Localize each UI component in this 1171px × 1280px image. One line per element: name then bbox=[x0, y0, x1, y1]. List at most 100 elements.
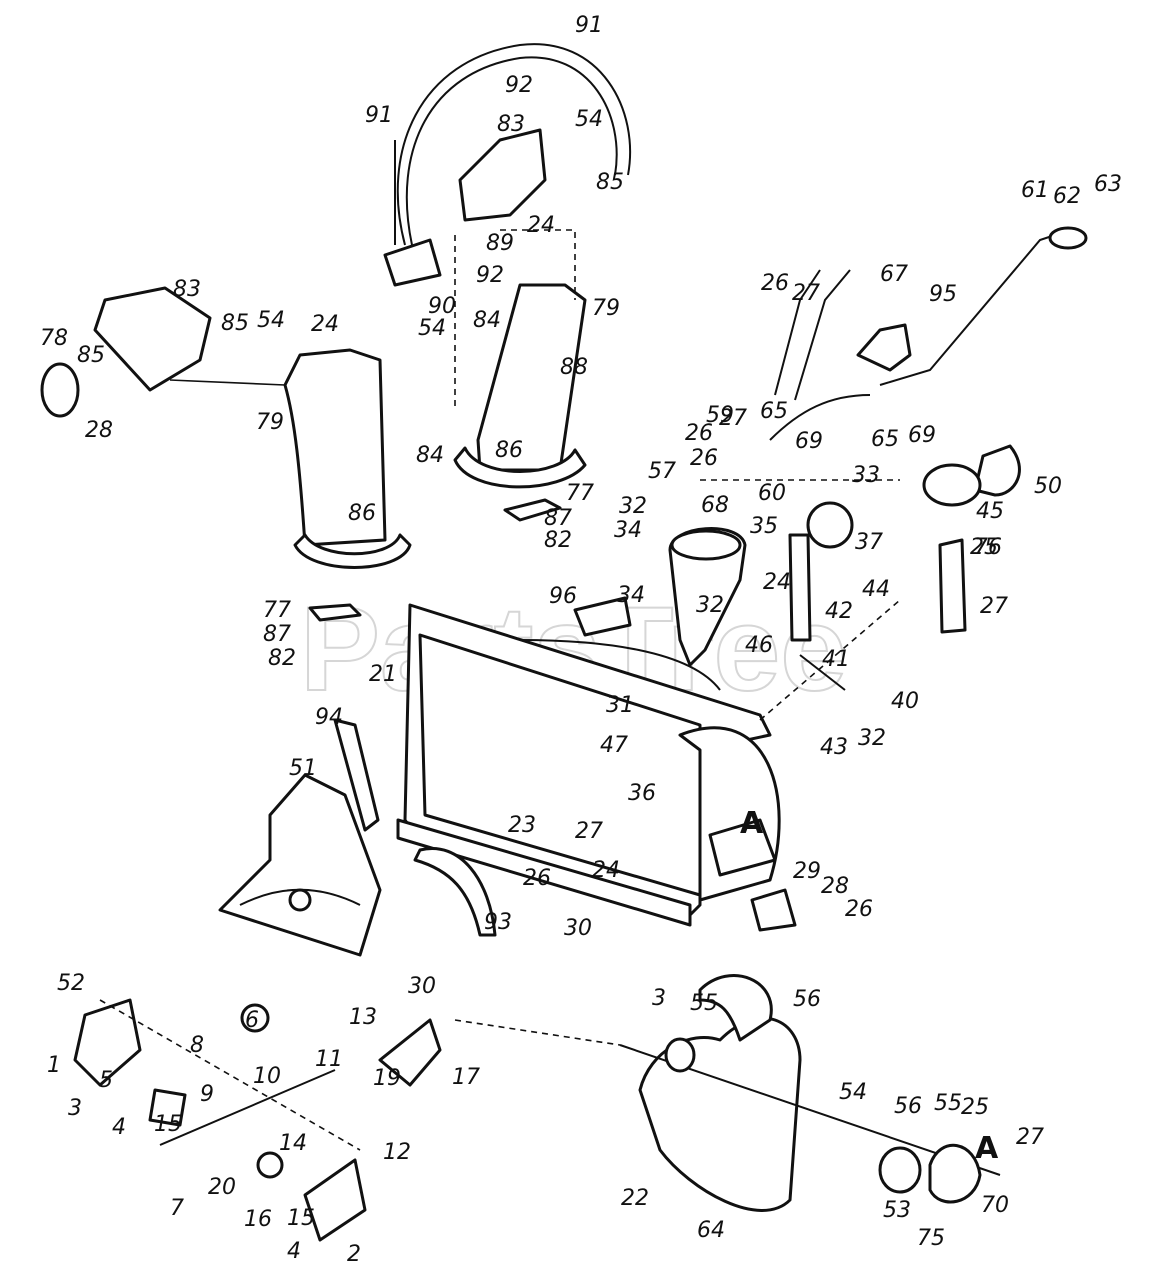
callout-label: 77 bbox=[263, 598, 291, 623]
bracket-96 bbox=[573, 596, 632, 637]
callout-label: 15 bbox=[287, 1206, 315, 1231]
callout-label: 25 bbox=[961, 1095, 989, 1120]
knob-78 bbox=[40, 362, 80, 418]
callout-label: 95 bbox=[929, 282, 957, 307]
callout-label: 23 bbox=[508, 813, 536, 838]
deflector-cable-inner bbox=[405, 56, 618, 246]
callout-label: 27 bbox=[980, 594, 1008, 619]
callout-label: 50 bbox=[1034, 474, 1062, 499]
deflector-cable-loop bbox=[396, 43, 632, 246]
callout-label: 29 bbox=[793, 859, 821, 884]
auger-flight-top bbox=[698, 974, 773, 1042]
callout-label: 7 bbox=[170, 1196, 184, 1221]
callout-label: 10 bbox=[253, 1064, 281, 1089]
callout-label: 26 bbox=[523, 866, 551, 891]
callout-label: 82 bbox=[268, 646, 296, 671]
deflector-83-top bbox=[458, 128, 547, 222]
spring-41 bbox=[799, 654, 846, 691]
callout-label: 85 bbox=[221, 311, 249, 336]
callout-label: 44 bbox=[862, 577, 890, 602]
spring-rod-57 bbox=[769, 394, 871, 441]
callout-label: 87 bbox=[544, 506, 572, 531]
callout-label: 17 bbox=[452, 1065, 480, 1090]
bearing-56-left bbox=[664, 1037, 696, 1073]
callout-label: 96 bbox=[549, 584, 577, 609]
callout-label: 24 bbox=[311, 312, 339, 337]
gearbox-rib bbox=[239, 888, 361, 906]
chute-clamp-77-top bbox=[503, 498, 562, 522]
callout-label: 83 bbox=[173, 277, 201, 302]
deflector-83-left bbox=[93, 286, 212, 392]
callout-label: 79 bbox=[256, 410, 284, 435]
worm-gear-12 bbox=[256, 1151, 284, 1179]
callout-label: 86 bbox=[495, 438, 523, 463]
callout-label: 75 bbox=[917, 1226, 945, 1251]
callout-label: 64 bbox=[697, 1218, 725, 1243]
callout-label: 24 bbox=[592, 858, 620, 883]
callout-label: 53 bbox=[883, 1198, 911, 1223]
handle-tubes bbox=[774, 269, 851, 401]
knob-axis bbox=[169, 379, 286, 386]
callout-label: 51 bbox=[289, 756, 317, 781]
callout-label: 68 bbox=[701, 493, 729, 518]
callout-label: 52 bbox=[57, 971, 85, 996]
callout-label: 88 bbox=[560, 355, 588, 380]
auger-flight-64 bbox=[638, 1016, 802, 1212]
callout-label: 82 bbox=[544, 528, 572, 553]
bearing-75 bbox=[878, 1146, 922, 1194]
gearbox-51 bbox=[218, 773, 382, 957]
callout-label: 85 bbox=[77, 343, 105, 368]
callout-label: 57 bbox=[648, 459, 676, 484]
chute-clamp-77-left bbox=[308, 603, 362, 622]
callout-label: 54 bbox=[839, 1080, 867, 1105]
callout-label: 11 bbox=[315, 1047, 343, 1072]
callout-label: 25 bbox=[970, 535, 998, 560]
callout-label: 32 bbox=[619, 494, 647, 519]
callout-label: 22 bbox=[621, 1186, 649, 1211]
chute-base-ring bbox=[453, 446, 587, 489]
skid-shoe-94 bbox=[333, 718, 380, 832]
callout-label: 84 bbox=[416, 443, 444, 468]
callout-label: 34 bbox=[617, 583, 645, 608]
callout-label: 28 bbox=[85, 418, 113, 443]
callout-label: 1 bbox=[47, 1053, 61, 1078]
gearbox-shaft-end bbox=[288, 888, 312, 912]
left-chute-assembly bbox=[40, 286, 412, 622]
callout-label: 9 bbox=[200, 1082, 214, 1107]
callout-label: 92 bbox=[476, 263, 504, 288]
housing-back-curve bbox=[519, 639, 721, 691]
callout-label: 76 bbox=[974, 535, 1002, 560]
callout-label: 26 bbox=[761, 271, 789, 296]
callout-label: 54 bbox=[418, 316, 446, 341]
callout-label: 59 bbox=[706, 403, 734, 428]
callout-label: 54 bbox=[257, 308, 285, 333]
callout-label: 4 bbox=[112, 1115, 126, 1140]
knob-62 bbox=[1048, 226, 1088, 250]
callout-label: 70 bbox=[981, 1193, 1009, 1218]
callout-label: 36 bbox=[628, 781, 656, 806]
auger-housing-assembly bbox=[333, 479, 901, 937]
callout-label: 27 bbox=[719, 406, 747, 431]
plate-46 bbox=[788, 533, 812, 642]
callout-label: 93 bbox=[484, 910, 512, 935]
callout-label: 5 bbox=[99, 1068, 113, 1093]
callout-label: 78 bbox=[40, 326, 68, 351]
gear-case-half-5 bbox=[73, 998, 142, 1087]
auger-assembly bbox=[454, 974, 1001, 1212]
worm-gear-assembly bbox=[73, 998, 442, 1242]
callout-label: 26 bbox=[685, 421, 713, 446]
callout-label: 35 bbox=[750, 514, 778, 539]
callout-label: 6 bbox=[245, 1008, 259, 1033]
skid-29 bbox=[750, 888, 797, 932]
skid-shoe-93 bbox=[413, 847, 497, 937]
callout-label: 43 bbox=[820, 735, 848, 760]
callout-label: 55 bbox=[690, 991, 718, 1016]
auger-axis-line bbox=[454, 1019, 621, 1046]
callout-label: 24 bbox=[527, 213, 555, 238]
callout-label: 28 bbox=[821, 874, 849, 899]
callout-label: 65 bbox=[760, 399, 788, 424]
gear-case-half-2 bbox=[303, 1158, 367, 1242]
callout-label: 69 bbox=[795, 429, 823, 454]
callout-label: 15 bbox=[154, 1112, 182, 1137]
